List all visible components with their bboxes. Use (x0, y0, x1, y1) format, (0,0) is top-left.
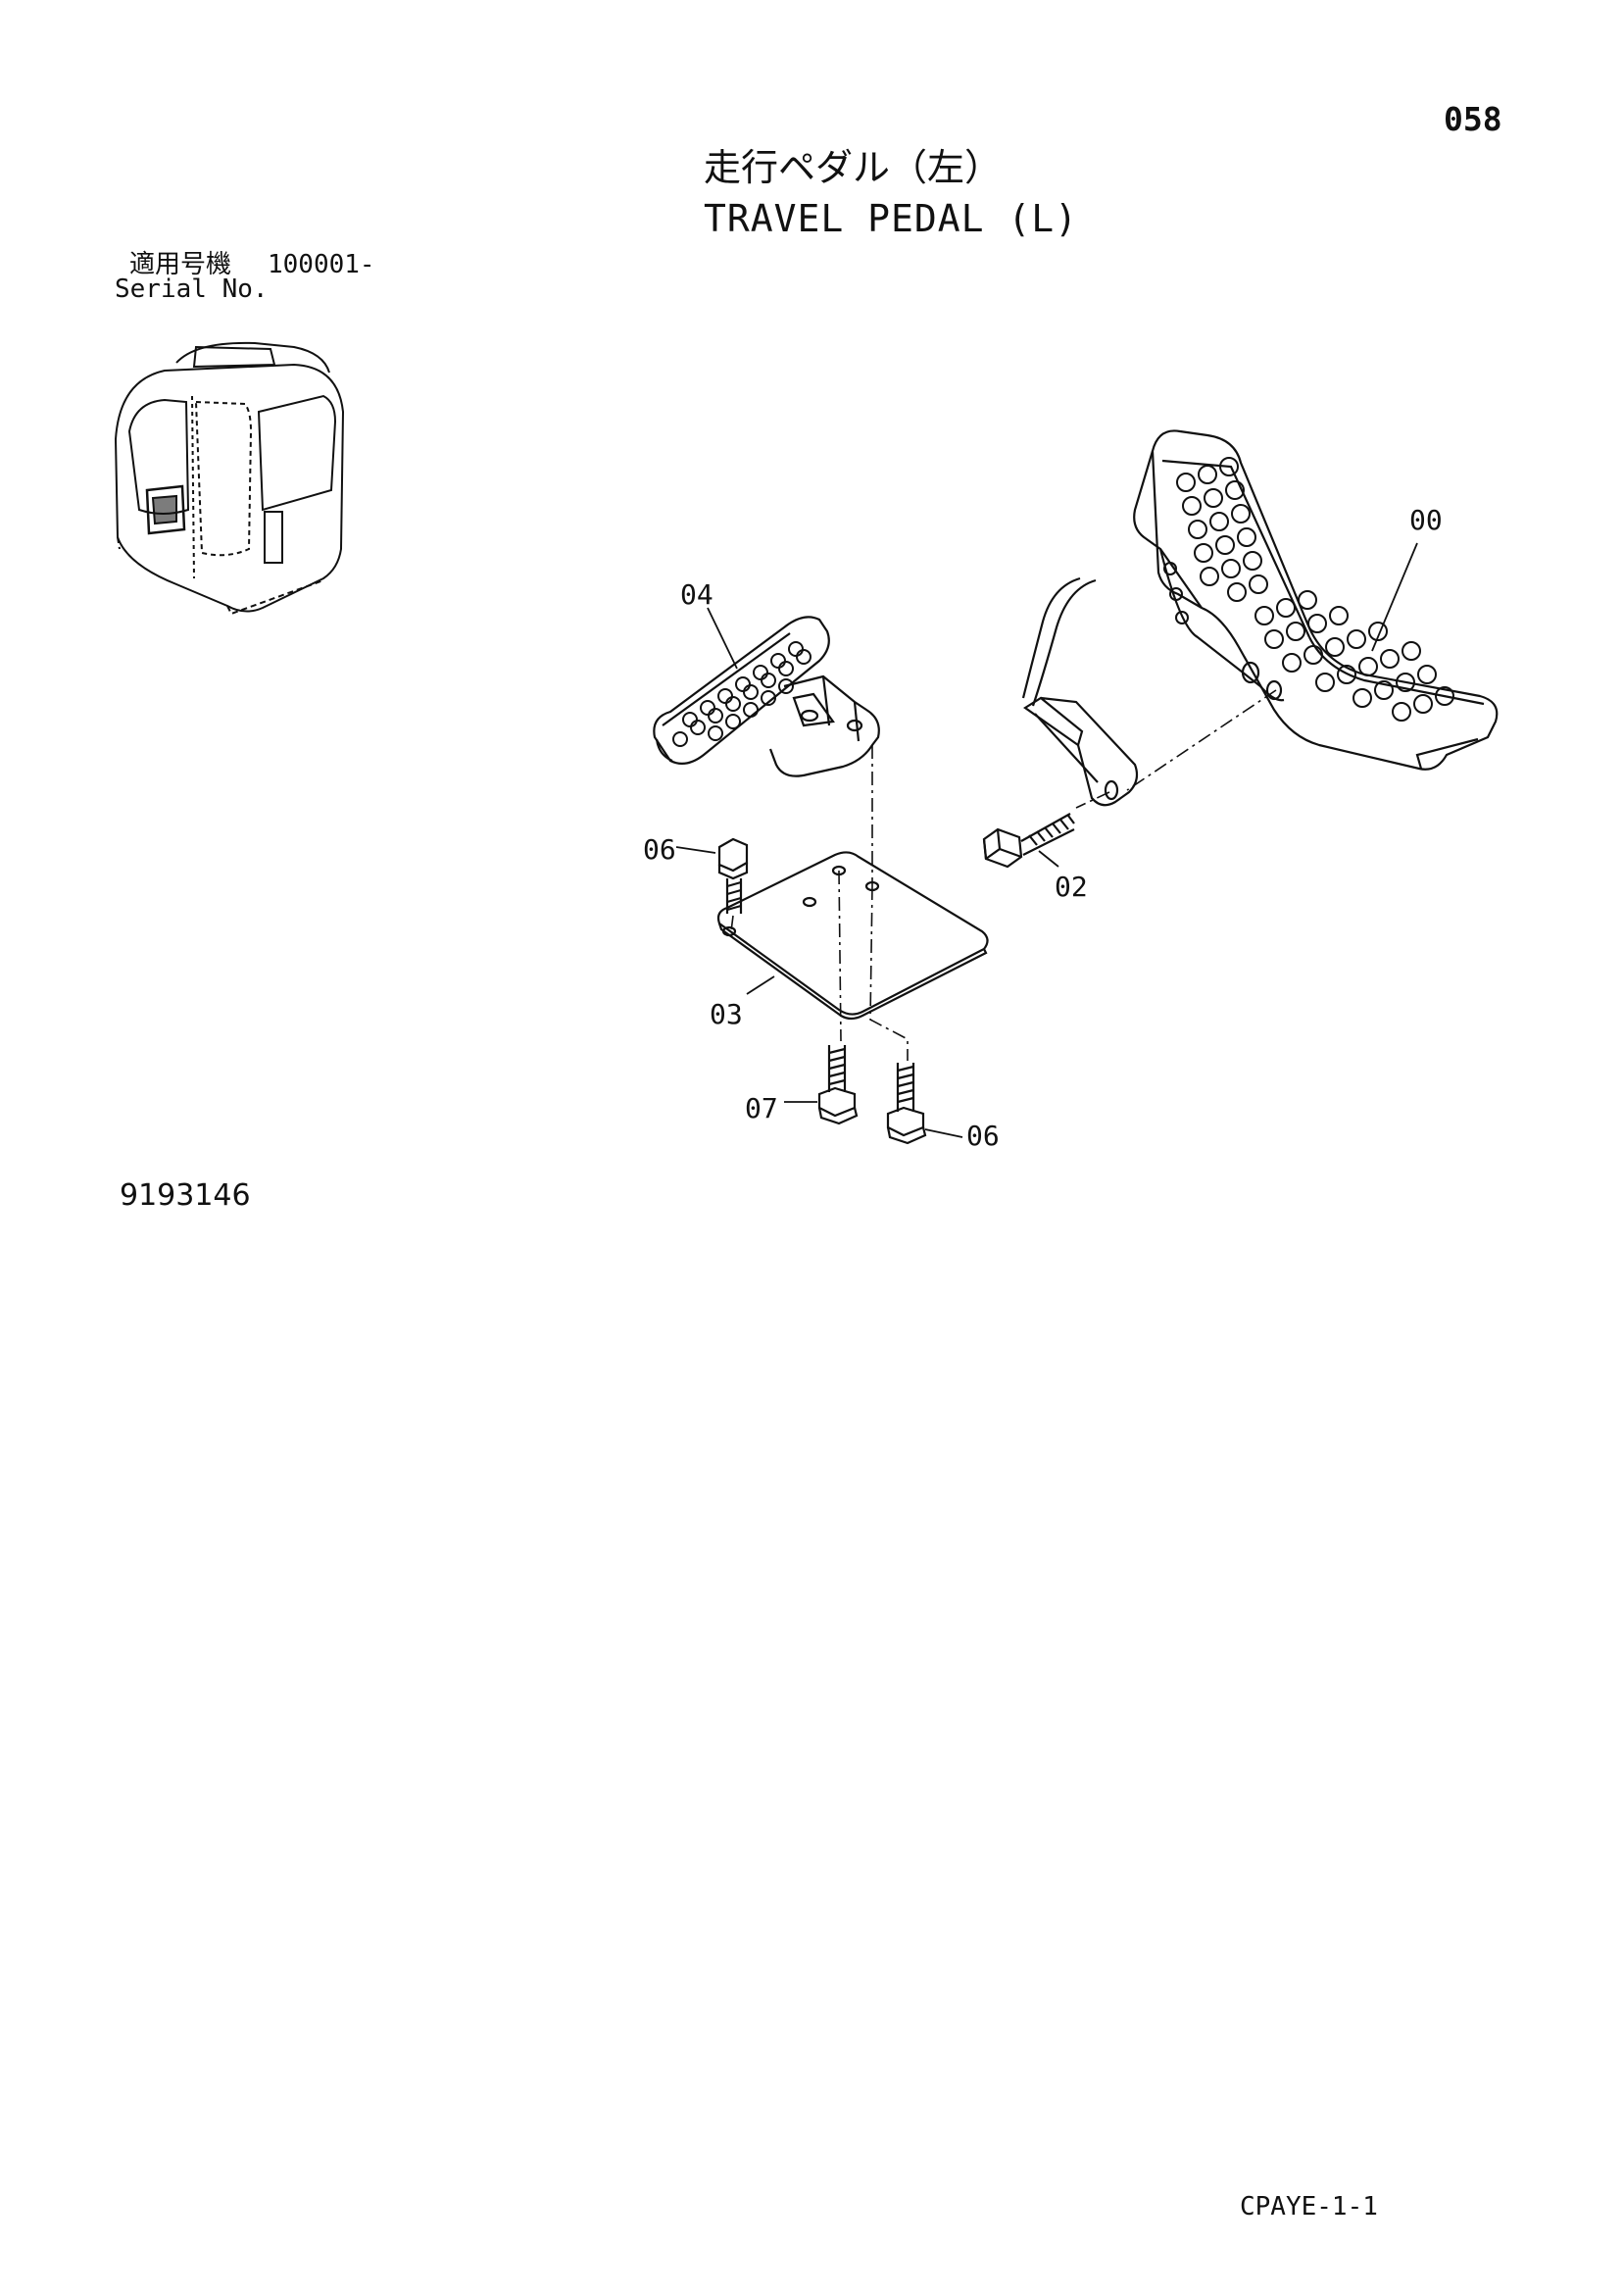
drawing-number: 9193146 (120, 1178, 251, 1213)
title-japanese: 走行ペダル（左） (704, 146, 1003, 189)
bolt-02 (982, 813, 1075, 869)
title-english: TRAVEL PEDAL (L) (704, 197, 1079, 240)
callout-02: 02 (1055, 871, 1088, 903)
page-number: 058 (1444, 100, 1502, 138)
callout-07: 07 (745, 1092, 778, 1124)
callout-04: 04 (680, 578, 713, 611)
small-pedal-04 (653, 616, 880, 777)
bolt-06-upper (717, 837, 749, 914)
serial-label-japanese: 適用号機 (129, 250, 232, 279)
callout-06-lower: 06 (966, 1120, 1000, 1152)
assembly-lines (730, 689, 1277, 1061)
travel-pedal-assembly (1021, 429, 1499, 807)
cab-location-thumbnail (114, 341, 345, 616)
callout-00: 00 (1409, 504, 1443, 536)
bolt-06-lower (886, 1063, 927, 1145)
callout-06-upper: 06 (643, 833, 676, 866)
serial-label-english: Serial No. (115, 275, 269, 304)
serial-range: 100001- (268, 250, 375, 279)
callout-03: 03 (710, 998, 743, 1030)
base-plate-03 (716, 851, 989, 1021)
leader-lines (675, 542, 1418, 1138)
document-code: CPAYE-1-1 (1240, 2192, 1378, 2221)
bolt-07 (817, 1045, 859, 1125)
